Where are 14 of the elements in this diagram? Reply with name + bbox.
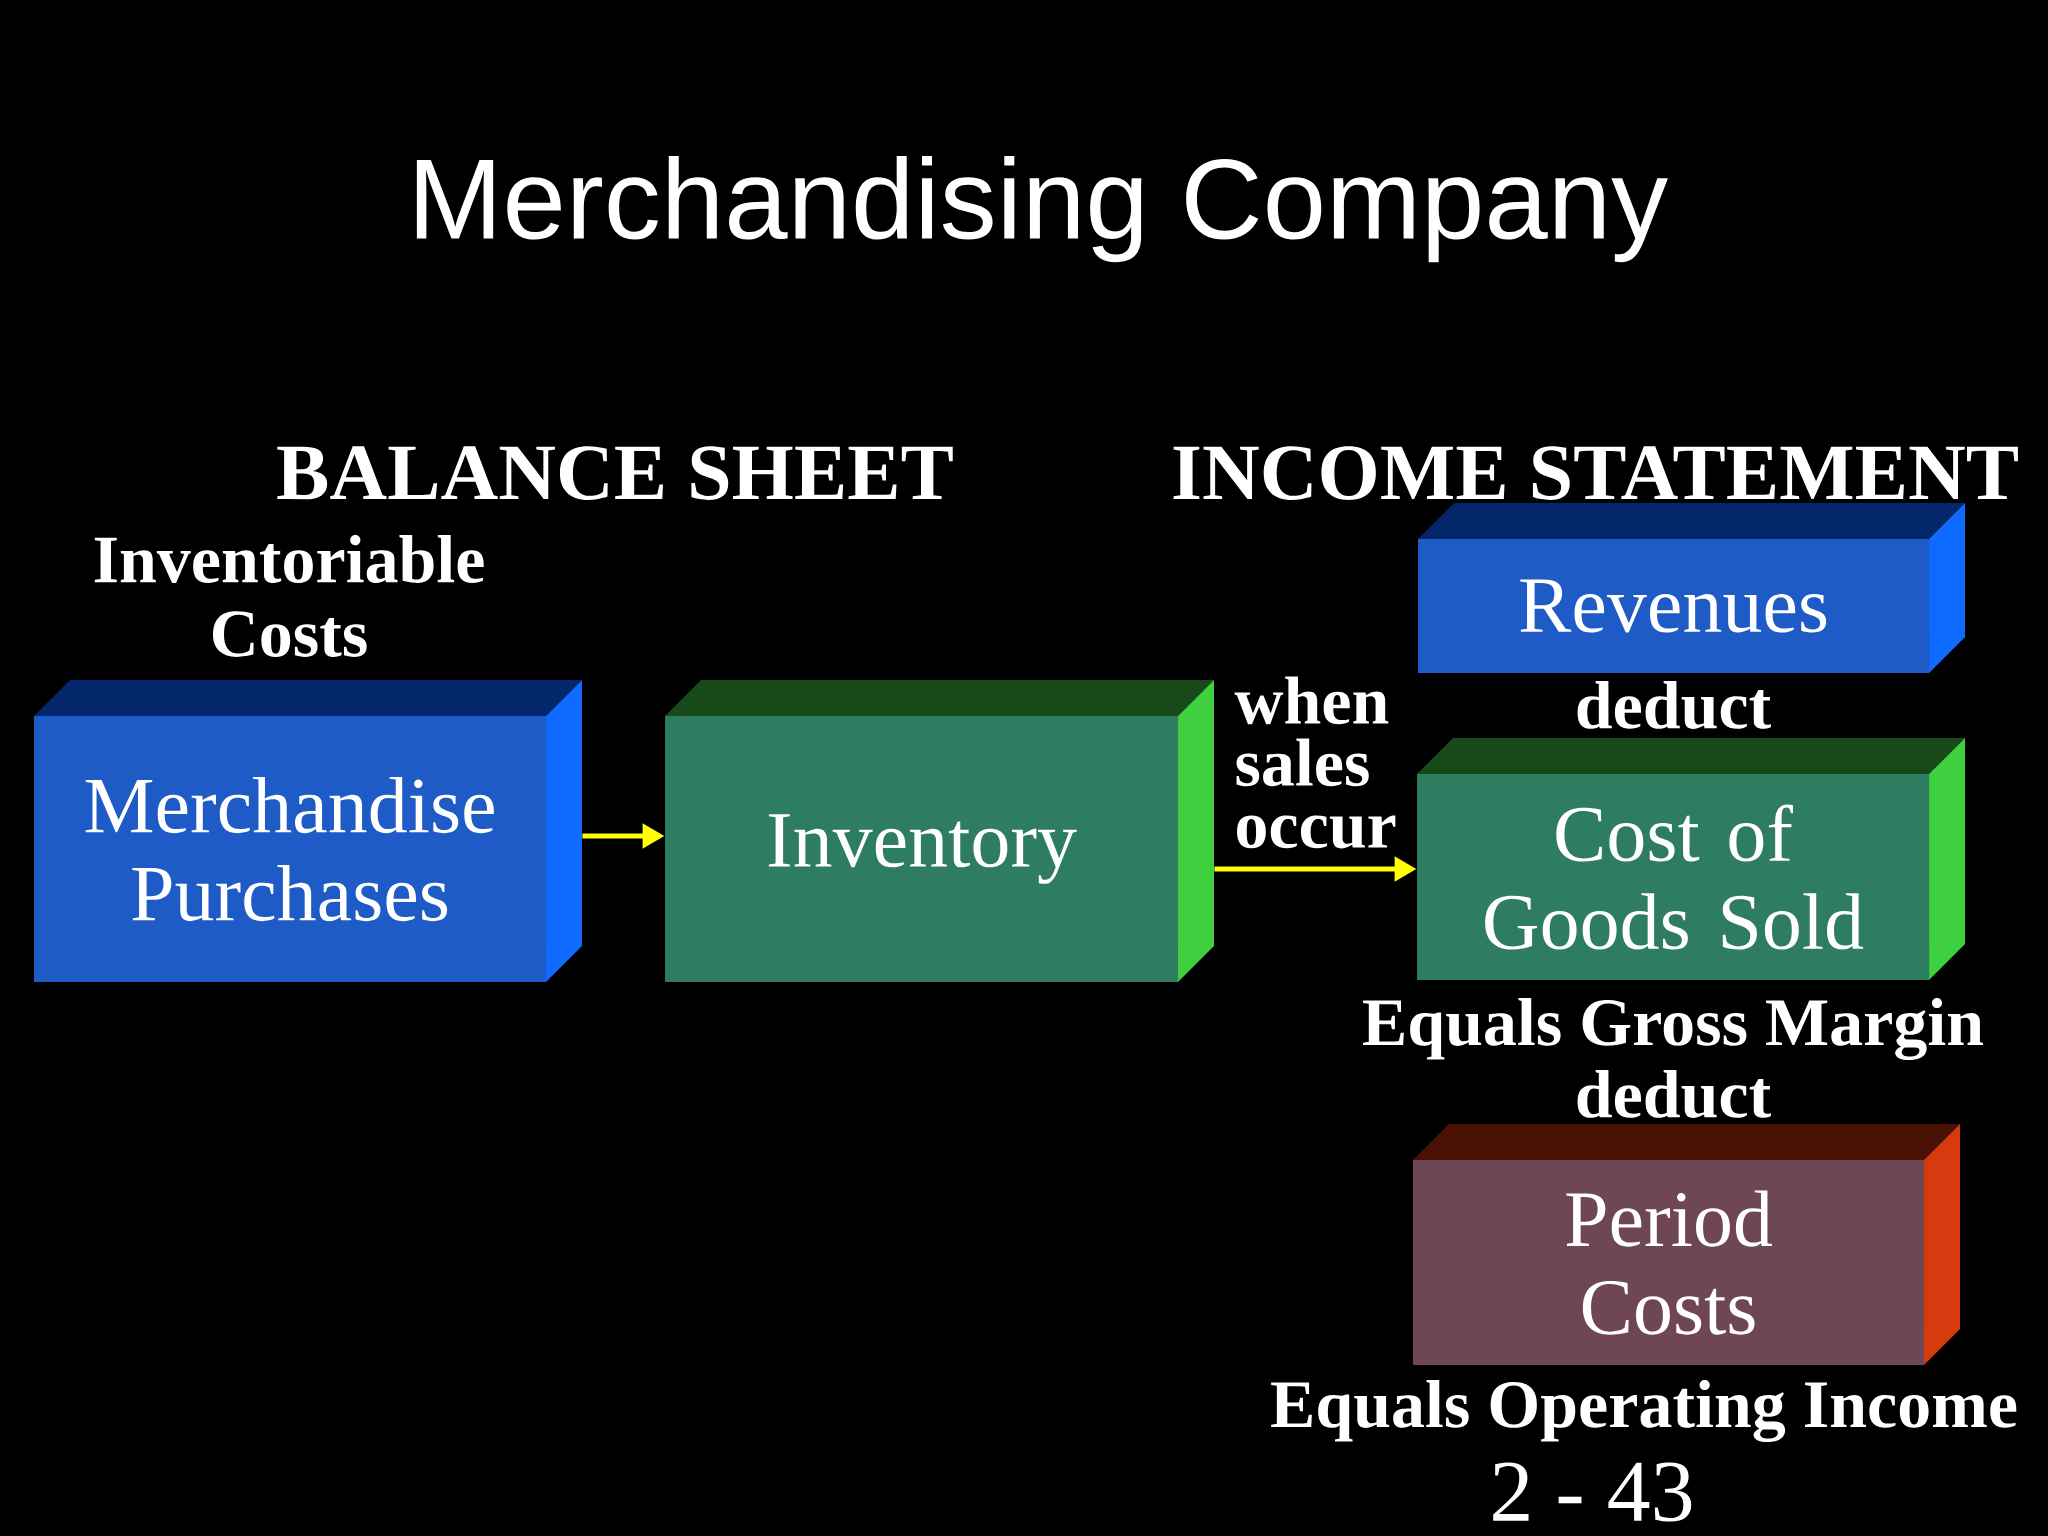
page-number: 2 - 43	[1493, 1462, 1692, 1522]
3d-block: Inventory	[665, 680, 1214, 982]
edge-label: when sales occur	[1230, 672, 1409, 853]
3d-block: Period Costs	[1413, 1124, 1961, 1365]
3d-block: Cost of Goods Sold	[1417, 738, 1966, 980]
section-heading: BALANCE SHEET	[277, 446, 953, 500]
section-heading: INCOME STATEMENT	[1173, 446, 2018, 500]
operator-label: deduct	[1577, 681, 1771, 729]
caption: Inventoriable Costs	[94, 535, 484, 657]
slide-title: Merchandising Company	[416, 155, 1668, 263]
3d-block: Revenues	[1418, 503, 1966, 673]
3d-block: Merchandise Purchases	[34, 680, 582, 982]
operator-label: deduct	[1577, 1070, 1771, 1118]
result-label: Equals Gross Margin	[1363, 997, 1984, 1061]
